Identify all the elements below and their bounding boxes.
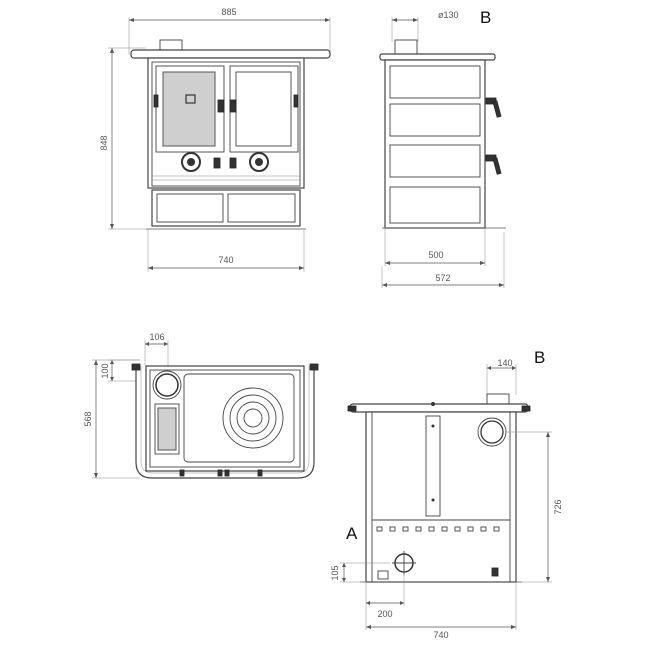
side-view: B ø130 500 572: [379, 8, 506, 288]
front-view: 885 848: [99, 7, 331, 272]
rear-view: B A 140: [330, 348, 563, 640]
view-label-a: A: [346, 524, 358, 543]
view-label-b-bottom: B: [534, 348, 545, 367]
dim-side-depth-body: 500: [428, 250, 443, 260]
dim-rear-flue-height: 726: [553, 499, 563, 514]
dim-top-flue-offset-x: 106: [149, 332, 164, 342]
dim-flue-diameter: ø130: [438, 10, 459, 20]
dim-rear-inlet-offset: 200: [377, 609, 392, 619]
dim-top-depth: 568: [83, 411, 93, 426]
flue-outlet-icon: [155, 373, 179, 397]
rear-flue-icon: [480, 420, 504, 444]
control-knob-icon: [249, 152, 269, 172]
view-label-b-top: B: [480, 8, 491, 27]
dim-front-width-base: 740: [218, 255, 233, 265]
dim-front-width-top: 885: [221, 7, 236, 17]
dim-side-depth-total: 572: [435, 273, 450, 283]
control-knob-icon: [181, 152, 201, 172]
dim-front-height: 848: [99, 135, 109, 150]
dim-rear-width: 740: [433, 630, 448, 640]
dim-top-flue-offset-y: 100: [100, 363, 110, 378]
dim-rear-inlet-height: 105: [330, 565, 340, 580]
top-view: 106 100 568: [83, 332, 319, 479]
dim-rear-flue-offset: 140: [497, 358, 512, 368]
